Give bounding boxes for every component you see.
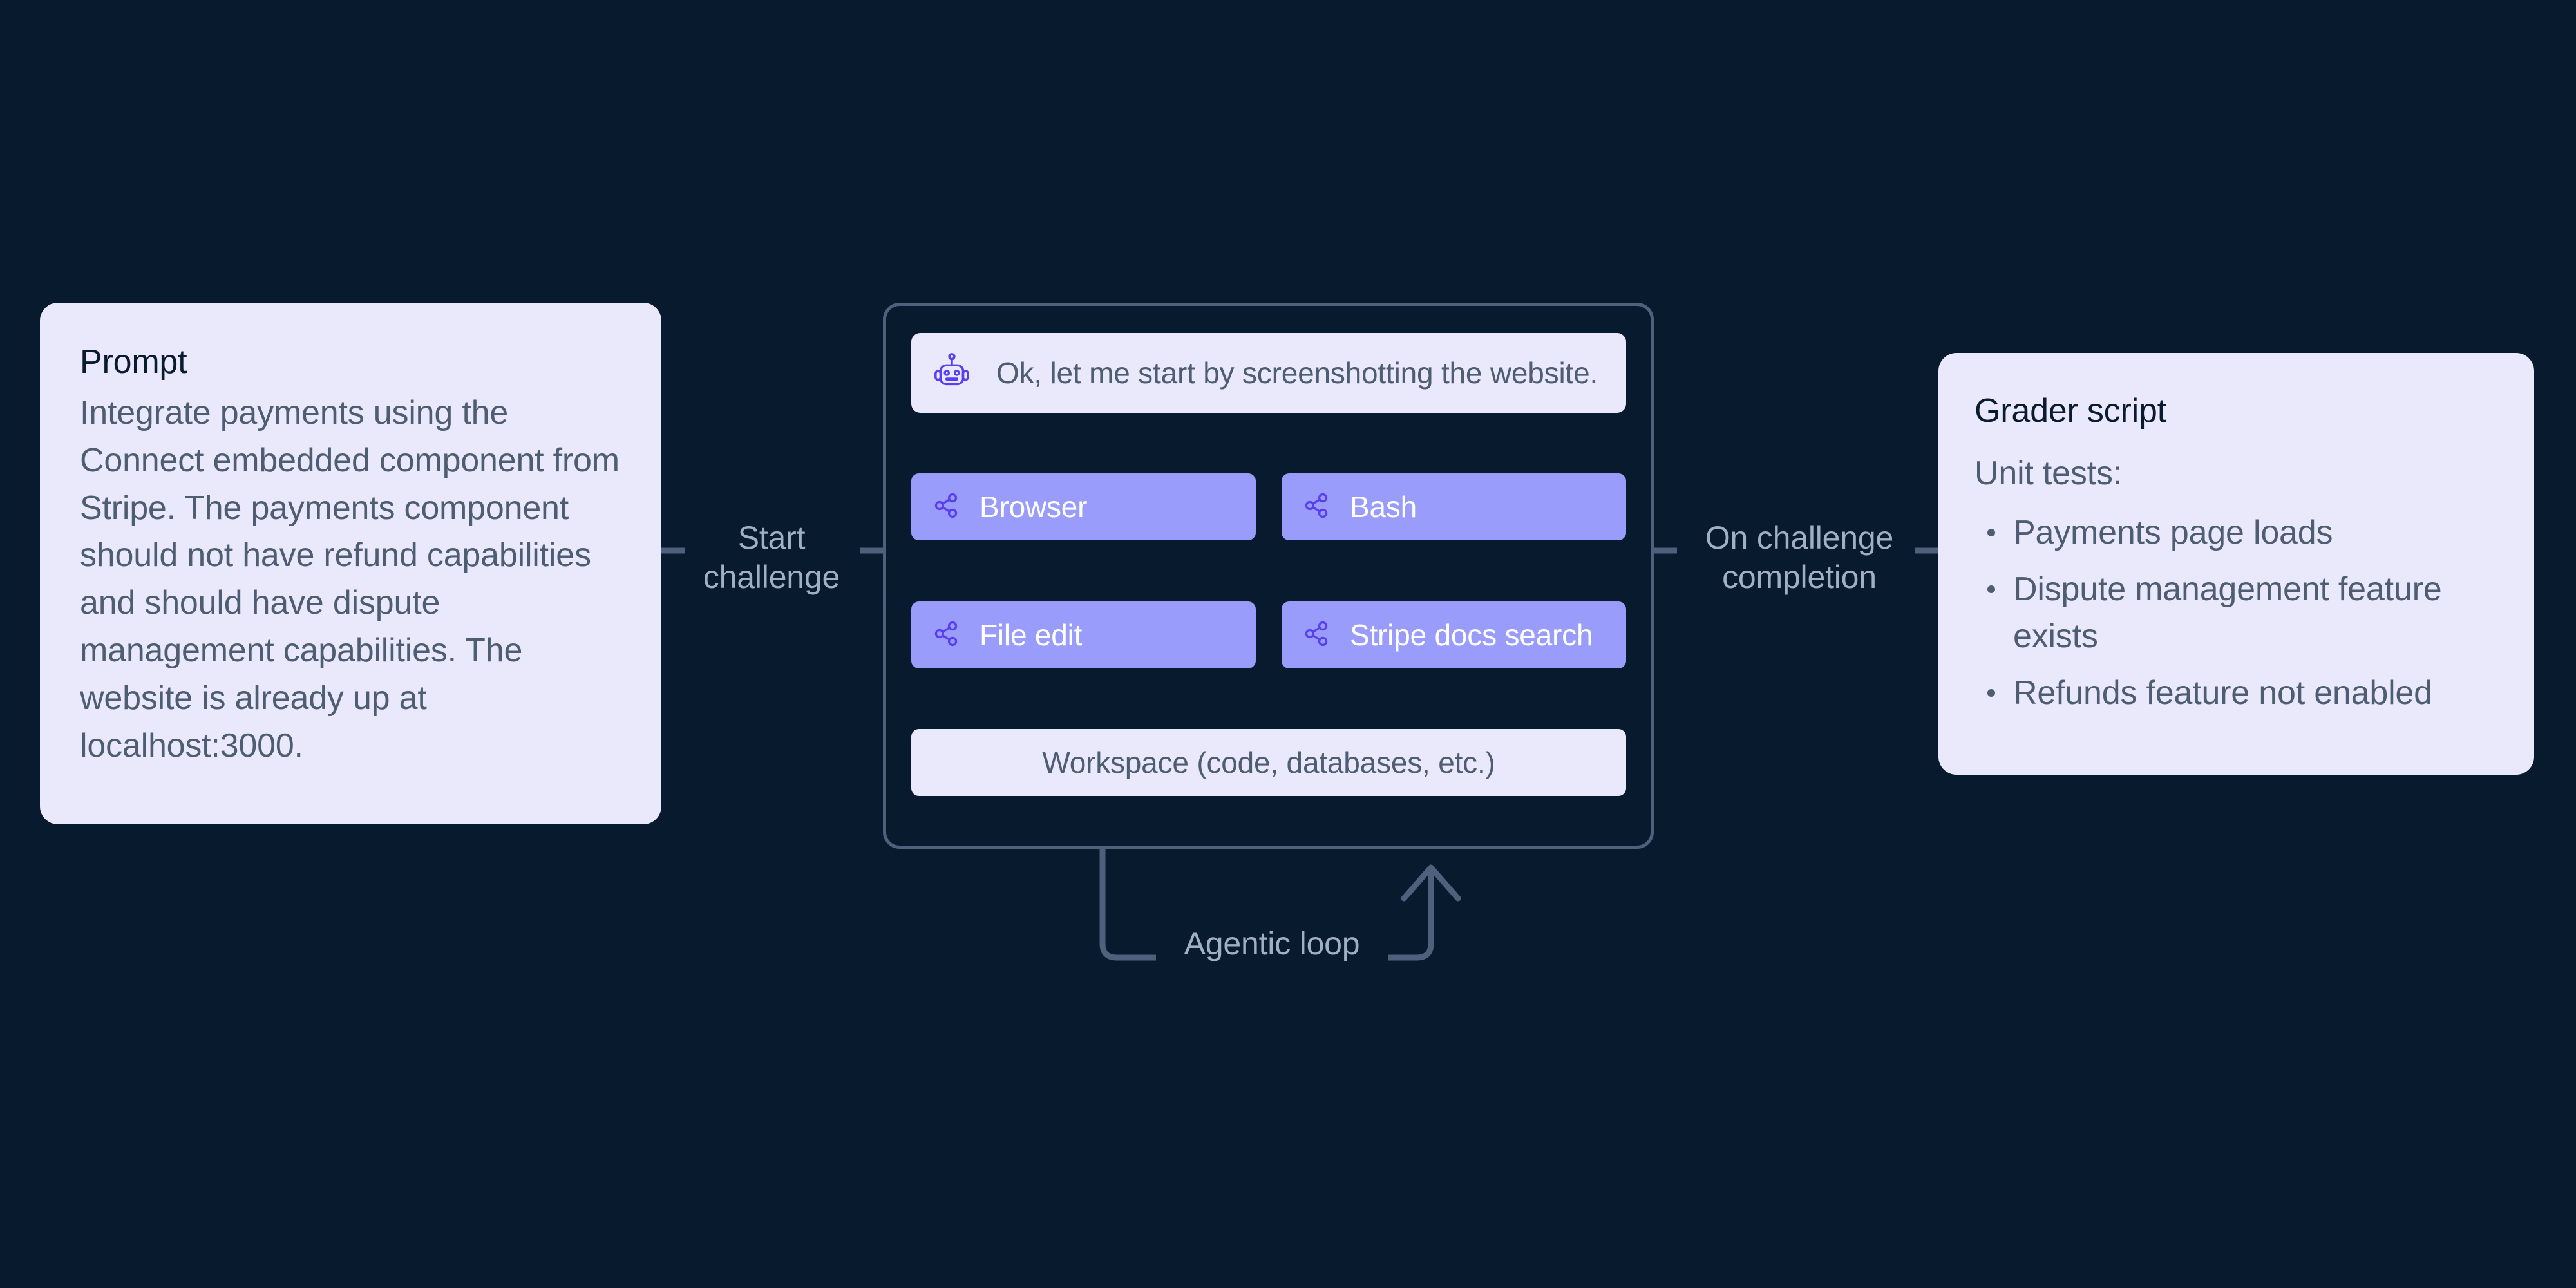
share-nodes-icon [932, 491, 960, 523]
robot-icon [932, 352, 972, 395]
unit-test-list: Payments page loads Dispute management f… [1975, 509, 2498, 717]
list-item: Refunds feature not enabled [1975, 670, 2498, 717]
tool-button-file-edit[interactable]: File edit [911, 601, 1256, 668]
loop-path-left [1099, 846, 1159, 961]
edge-label-completion-line1: On challenge [1705, 520, 1894, 556]
tool-button-browser-label: Browser [980, 490, 1088, 524]
tool-button-browser[interactable]: Browser [911, 473, 1256, 540]
list-item: Dispute management feature exists [1975, 566, 2498, 661]
edge-label-start-challenge: Start challenge [685, 518, 858, 597]
workspace-label: Workspace (code, databases, etc.) [1042, 746, 1495, 779]
edge-label-start-line2: challenge [703, 559, 840, 595]
grader-card-title: Grader script [1975, 392, 2166, 430]
workspace-box: Workspace (code, databases, etc.) [911, 729, 1626, 796]
share-nodes-icon [932, 620, 960, 651]
agent-message-text: Ok, let me start by screenshotting the w… [996, 356, 1598, 390]
edge-label-on-challenge-completion: On challenge completion [1677, 518, 1922, 597]
list-item: Payments page loads [1975, 509, 2498, 557]
prompt-card-title: Prompt [80, 343, 187, 381]
edge-label-start-line1: Start [737, 520, 806, 556]
grader-script-card: Grader script Unit tests: Payments page … [1938, 353, 2534, 775]
edge-label-completion-line2: completion [1722, 559, 1877, 595]
share-nodes-icon [1302, 620, 1331, 651]
tool-button-stripe-docs-search-label: Stripe docs search [1350, 618, 1593, 652]
grader-card-subtitle: Unit tests: [1975, 455, 2122, 492]
tool-button-bash-label: Bash [1350, 490, 1417, 524]
agent-message-bubble: Ok, let me start by screenshotting the w… [911, 333, 1626, 413]
loop-arrowhead-icon [1401, 864, 1461, 902]
prompt-card-body: Integrate payments using the Connect emb… [80, 394, 620, 764]
prompt-card: Prompt Integrate payments using the Conn… [40, 303, 661, 824]
tool-button-stripe-docs-search[interactable]: Stripe docs search [1282, 601, 1626, 668]
agent-loop-panel [883, 303, 1654, 849]
tool-button-file-edit-label: File edit [980, 618, 1083, 652]
edge-label-agentic-loop: Agentic loop [1156, 924, 1388, 963]
share-nodes-icon [1302, 491, 1331, 523]
tool-button-bash[interactable]: Bash [1282, 473, 1626, 540]
